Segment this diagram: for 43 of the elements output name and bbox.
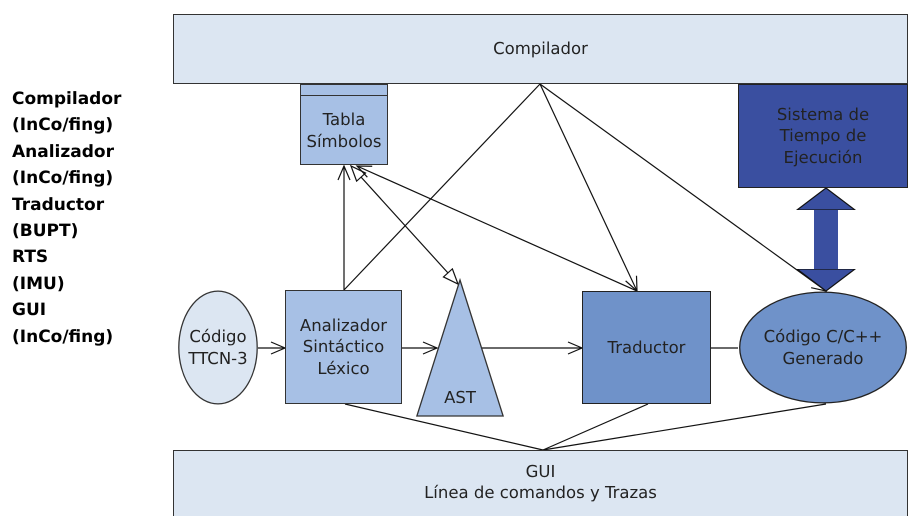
node-label: AST (444, 386, 476, 408)
arrow (402, 341, 438, 355)
connector-line (711, 347, 738, 349)
side-note: (IMU) (12, 272, 66, 296)
connector-line (542, 403, 826, 451)
layer-band (173, 450, 908, 516)
node-label: Traductor (608, 336, 686, 358)
node-label: Compilador (493, 38, 588, 60)
node-label: Analizador Sintáctico Léxico (298, 314, 388, 380)
node-label: Tabla Símbolos (306, 109, 382, 152)
node-label: Código TTCN-3 (187, 326, 249, 369)
process-box (300, 84, 388, 165)
layer-band (173, 14, 908, 84)
side-note: Compilador (12, 88, 122, 111)
arrow (350, 165, 459, 285)
side-note: (InCo/fing) (12, 114, 114, 138)
arrow (258, 341, 286, 355)
process-box (582, 291, 711, 404)
node-label: Sistema de Tiempo de Ejecución (776, 104, 870, 168)
arrow (539, 84, 638, 292)
ellipse-node (178, 290, 258, 405)
arrow (337, 165, 351, 290)
side-note: Traductor (12, 194, 106, 217)
node-label: Código C/C++ Generado (762, 326, 884, 369)
side-note: (InCo/fing) (12, 326, 114, 349)
process-box (285, 290, 402, 404)
arrow (482, 341, 583, 355)
process-box (738, 84, 908, 188)
side-note: (BUPT) (12, 220, 80, 244)
arrow (356, 165, 638, 292)
side-note: GUI (12, 299, 48, 322)
arrow (540, 84, 827, 292)
side-note: (InCo/fing) (12, 167, 114, 190)
connector-line (542, 403, 648, 451)
side-note: RTS (12, 246, 50, 270)
side-note: Analizador (12, 140, 115, 164)
connector-line (344, 84, 540, 290)
ellipse-node (738, 291, 908, 404)
node-subtitle: Línea de comandos y Trazas (424, 482, 657, 504)
block-arrow (796, 187, 856, 292)
connector-line (344, 403, 544, 451)
triangle-node (416, 280, 504, 416)
node-label: GUI (526, 461, 556, 482)
